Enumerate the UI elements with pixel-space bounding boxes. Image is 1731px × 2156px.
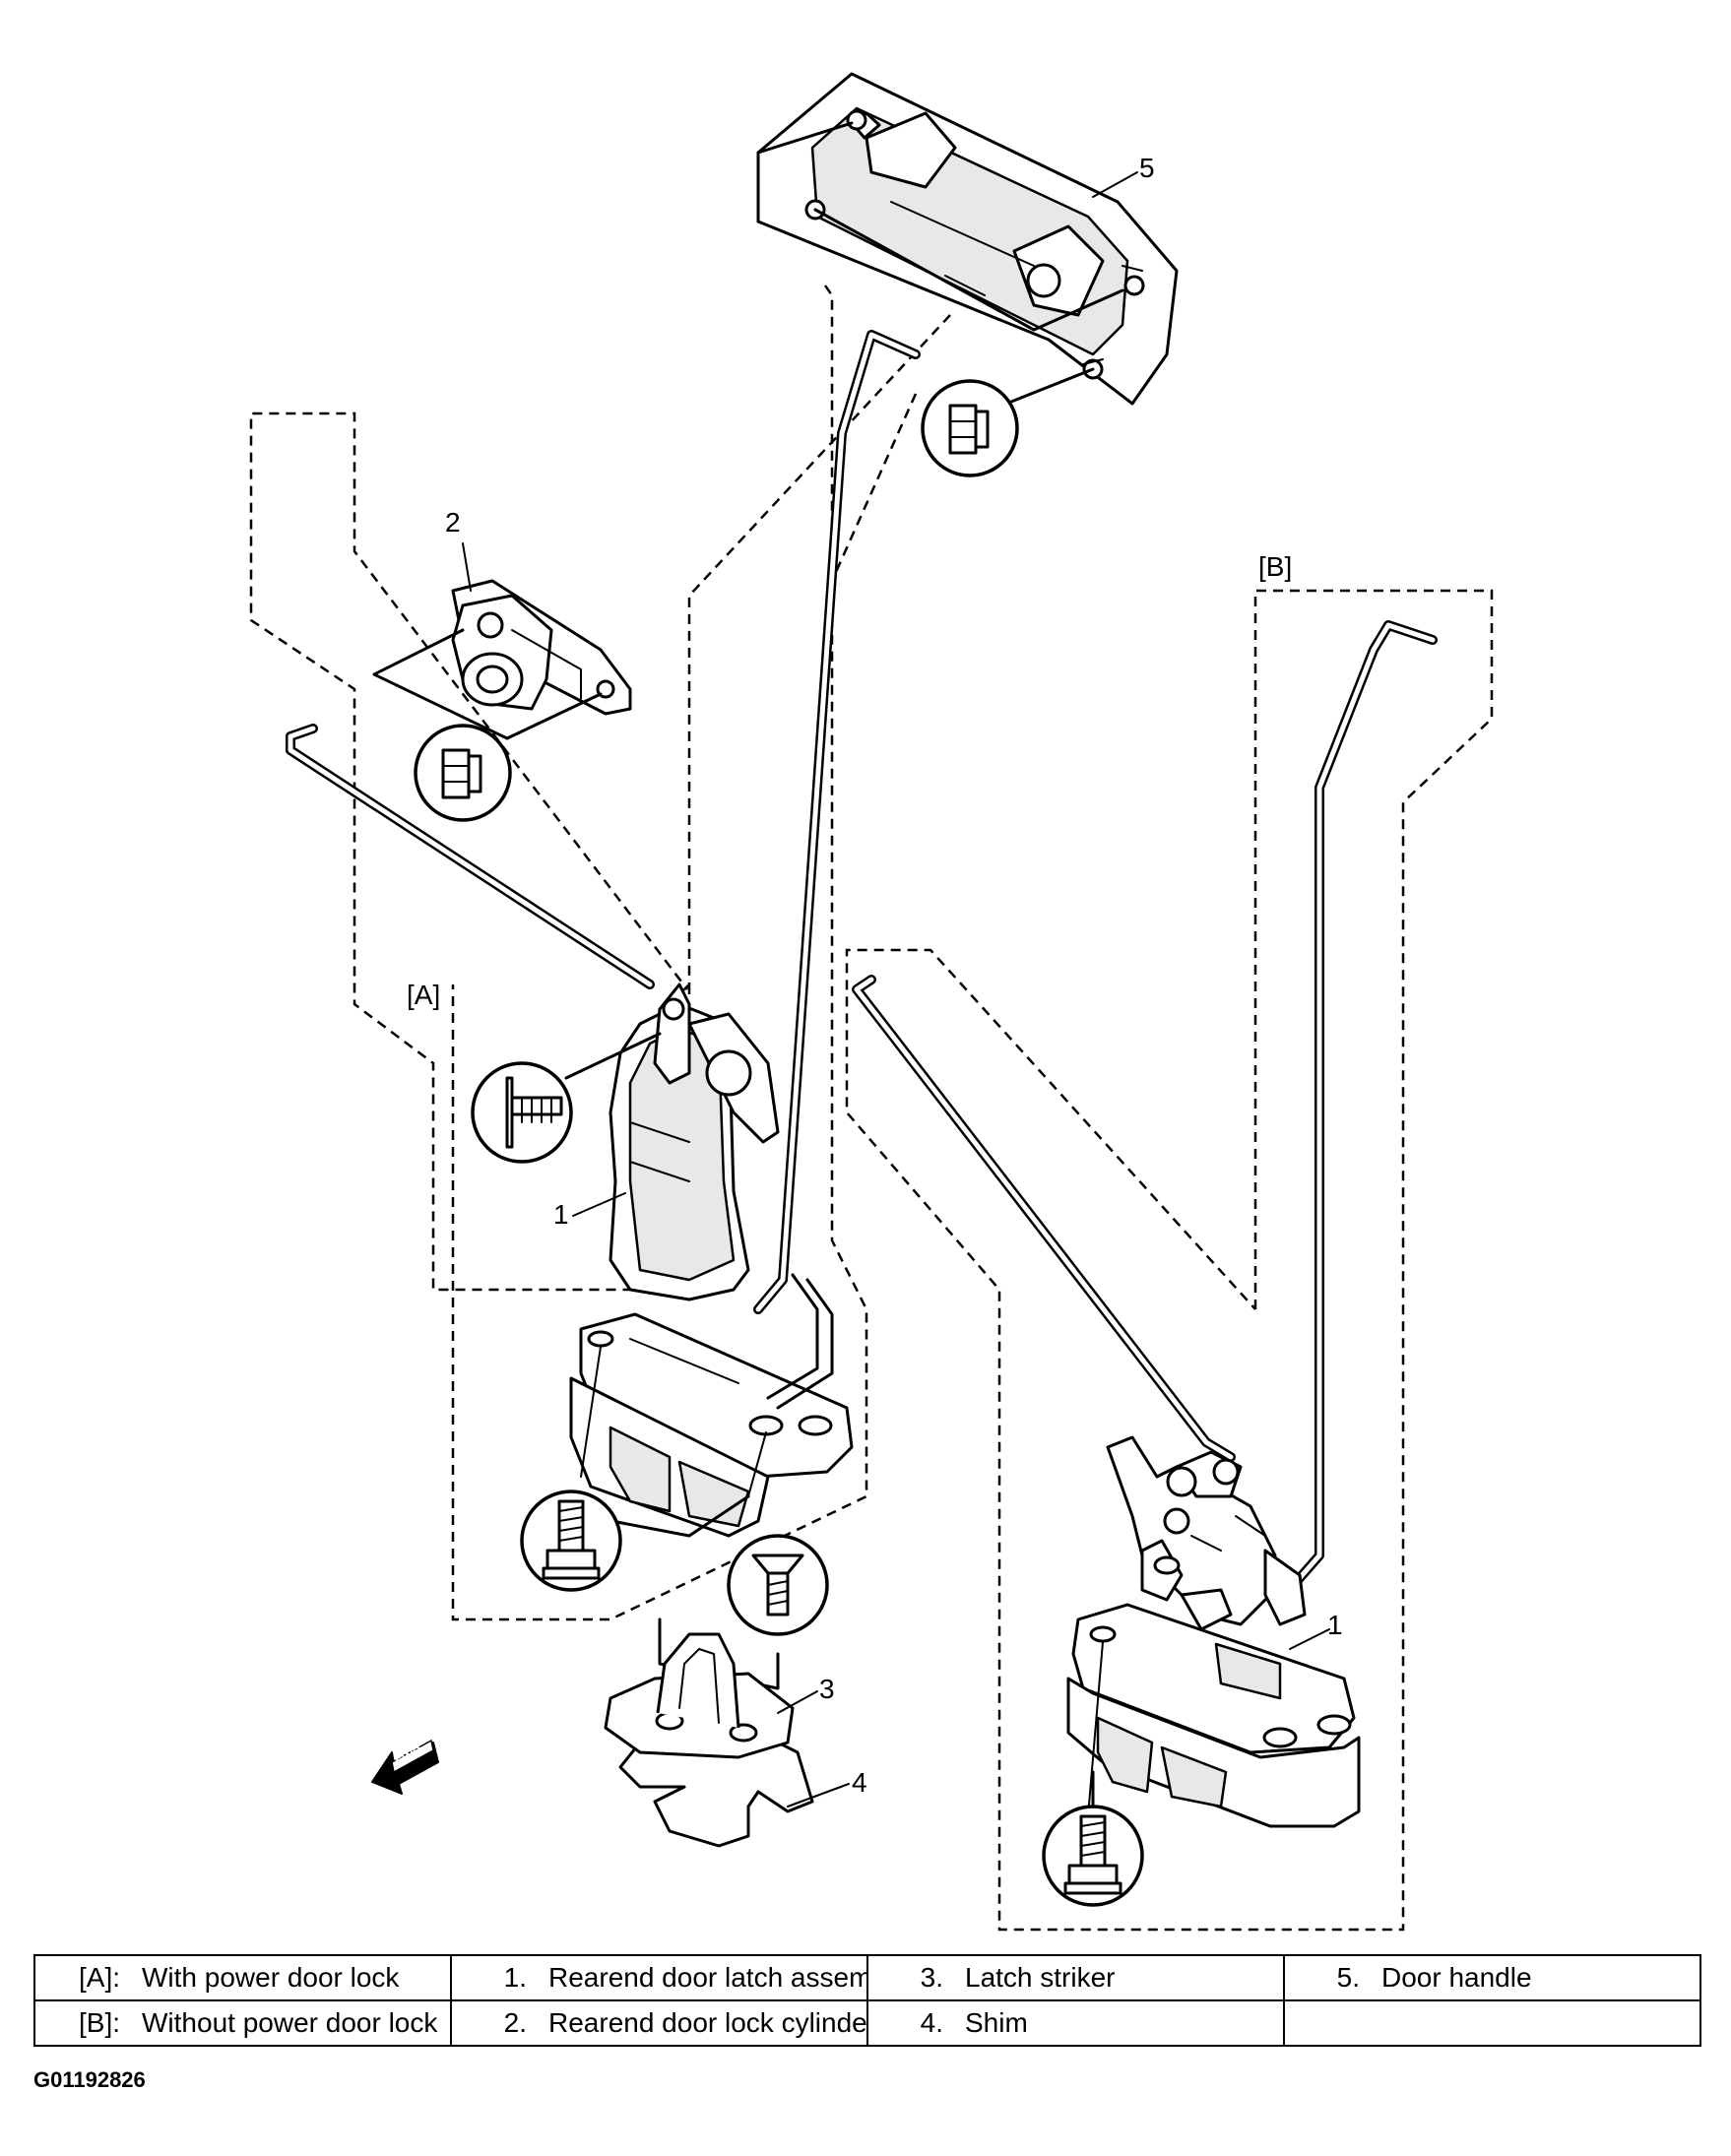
- legend-cell: 4. Shim: [866, 1999, 1285, 2047]
- control-rods: [286, 330, 1438, 1600]
- legend-text: With power door lock: [142, 1962, 400, 1993]
- bolt-symbol-a: [520, 1490, 622, 1592]
- lock-cylinder: [372, 579, 632, 740]
- legend-key: 4.: [920, 2007, 943, 2038]
- nut-symbol-top: [921, 367, 1095, 477]
- nut-symbol-left: [414, 724, 512, 822]
- callout-2: 2: [445, 507, 461, 538]
- leader-3: [777, 1690, 818, 1714]
- group-label-a: [A]: [407, 980, 440, 1010]
- countersunk-screw-symbol: [727, 1534, 829, 1636]
- callout-5: 5: [1139, 153, 1155, 183]
- legend-key: [A]:: [78, 1962, 120, 1993]
- legend-cell: [B]: Without power door lock: [33, 1999, 452, 2047]
- legend-cell: 2. Rearend door lock cylinder: [450, 1999, 868, 2047]
- legend-cell: [1283, 1999, 1701, 2047]
- callout-1-a: 1: [553, 1199, 569, 1230]
- legend-cell: [A]: With power door lock: [33, 1954, 452, 2001]
- legend-key: 3.: [920, 1962, 943, 1993]
- callout-3: 3: [819, 1674, 835, 1704]
- legend-key: 1.: [503, 1962, 527, 1993]
- latch-assembly-b: [1066, 1435, 1361, 1843]
- legend-key: 2.: [503, 2007, 527, 2038]
- legend-row: [A]: With power door lock 1. Rearend door …: [33, 1954, 1701, 2001]
- callout-1-b: 1: [1327, 1610, 1343, 1640]
- leader-1-b: [1289, 1628, 1330, 1650]
- leader-1-a: [572, 1192, 626, 1217]
- door-handle: [756, 72, 1179, 406]
- legend-key: 5.: [1336, 1962, 1360, 1993]
- legend-text: Rearend door lock cylinder: [548, 2007, 867, 2038]
- forward-arrow-icon: FWD: [371, 1739, 439, 1795]
- legend-cell: 3. Latch striker: [866, 1954, 1285, 2001]
- legend-key: [B]:: [78, 2007, 120, 2038]
- bolt-symbol-b: [1042, 1805, 1144, 1907]
- callout-4: 4: [852, 1767, 867, 1798]
- legend-text: Door handle: [1381, 1962, 1532, 1993]
- legend-text: Shim: [965, 2007, 1028, 2038]
- screw-symbol-a: [471, 1032, 662, 1164]
- group-label-b: [B]: [1258, 551, 1292, 582]
- latch-assembly-a: [569, 983, 854, 1538]
- group-b-boundary: [845, 589, 1494, 1932]
- legend-text: Rearend door latch assembly: [548, 1962, 866, 1993]
- group-a-boundary: [249, 285, 951, 1621]
- legend-text: Latch striker: [965, 1962, 1116, 1993]
- legend-cell: 1. Rearend door latch assembly: [450, 1954, 868, 2001]
- leader-4: [787, 1783, 850, 1807]
- legend-row: [B]: Without power door lock 2. Rearend do…: [33, 1999, 1701, 2047]
- figure-id: G01192826: [33, 2067, 146, 2092]
- parts-legend: [A]: With power door lock 1. Rearend door …: [33, 1954, 1701, 2047]
- exploded-parts-diagram: 5 2: [249, 72, 1494, 1932]
- legend-cell: 5. Door handle: [1283, 1954, 1701, 2001]
- latch-striker-and-shim: [604, 1617, 814, 1848]
- legend-text: Without power door lock: [142, 2007, 438, 2038]
- leader-2: [462, 542, 472, 592]
- leader-5: [1092, 171, 1138, 198]
